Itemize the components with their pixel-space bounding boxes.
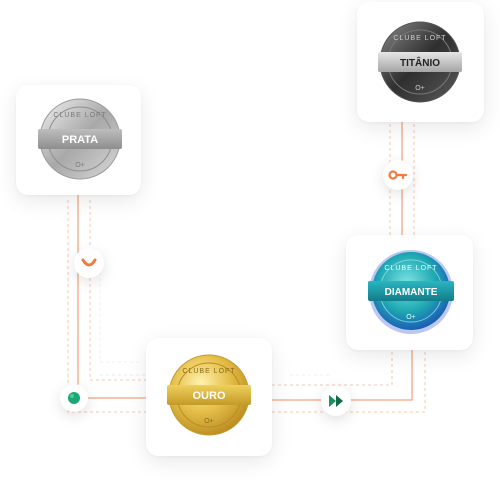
diamante-mark: O+ xyxy=(406,314,416,321)
titanio-ring-text: CLUBE LOFT xyxy=(393,35,446,42)
diamante-title: DIAMANTE xyxy=(385,287,438,298)
fast-forward-node xyxy=(321,386,351,416)
diamante-ring-text: CLUBE LOFT xyxy=(384,265,437,272)
prata-title: PRATA xyxy=(62,134,98,146)
ouro-title: OURO xyxy=(193,390,226,402)
smile-node xyxy=(74,248,104,278)
key-node xyxy=(383,160,413,190)
titanio-mark: O+ xyxy=(415,85,425,92)
smile-icon xyxy=(81,258,97,267)
badge-titanio: CLUBE LOFT TITÂNIO O+ xyxy=(378,21,462,103)
badge-diamante: CLUBE LOFT DIAMANTE O+ xyxy=(368,250,454,334)
connector-ouro-diamante xyxy=(272,345,413,401)
badge-prata: CLUBE LOFT PRATA O+ xyxy=(38,98,122,180)
prata-mark: O+ xyxy=(75,162,85,169)
green-dot-icon xyxy=(68,392,80,404)
ouro-ring-text: CLUBE LOFT xyxy=(182,368,235,375)
badge-ouro: CLUBE LOFT OURO O+ xyxy=(167,354,251,436)
fast-forward-icon xyxy=(329,395,343,407)
connector-prata-ouro xyxy=(77,195,148,399)
green-dot-node xyxy=(60,384,88,412)
key-icon xyxy=(388,170,408,180)
prata-ring-text: CLUBE LOFT xyxy=(53,112,106,119)
titanio-title: TITÂNIO xyxy=(400,56,440,69)
ouro-mark: O+ xyxy=(204,418,214,425)
